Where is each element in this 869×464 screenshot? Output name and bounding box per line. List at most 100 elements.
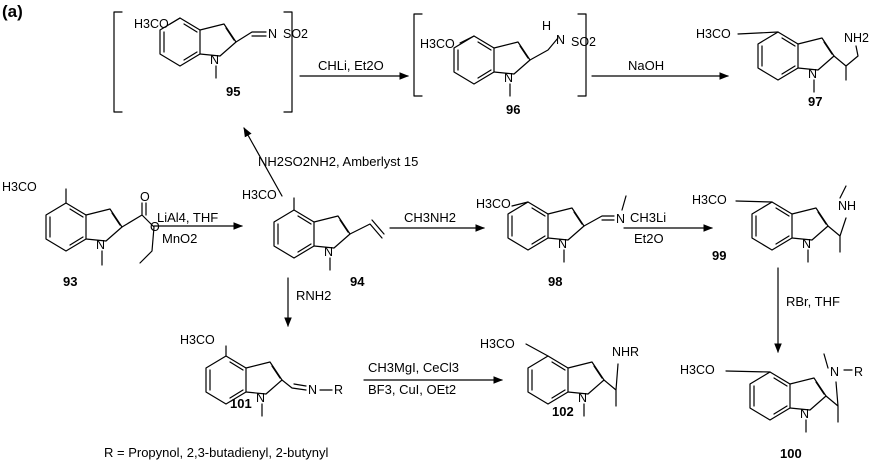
ring-nitrogen: N	[578, 391, 587, 405]
compound-number: 97	[808, 94, 822, 109]
compound-96: H3CO N H N SO2 96	[420, 19, 596, 117]
pyrrole-ring	[245, 361, 283, 395]
compound-102: H3CO N NHR 102	[480, 337, 639, 419]
amine-label: NHR	[612, 345, 639, 359]
methoxy-bond	[735, 200, 773, 203]
compound-98: H3CO N N 98	[476, 195, 627, 289]
amine-label: NH2	[844, 31, 869, 45]
condition-99-100: RBr, THF	[786, 294, 840, 309]
sulfonyl-label: SO2	[571, 35, 596, 49]
amine-label: NH	[838, 199, 856, 213]
methoxy-label: H3CO	[180, 333, 215, 347]
amine-hydrogen: H	[542, 19, 551, 33]
benzene-ring	[749, 371, 791, 421]
condition-98-99-top: CH3Li	[630, 210, 666, 225]
benzene-ring	[159, 17, 201, 67]
benzene-ring	[453, 35, 495, 85]
methoxy-label: H3CO	[476, 197, 511, 211]
methoxy-bond	[737, 31, 779, 35]
imine-chain	[583, 215, 615, 227]
compound-95: H3CO N N SO2 95	[134, 17, 308, 99]
ring-nitrogen: N	[504, 71, 513, 85]
pyrrole-ring	[567, 361, 605, 395]
methoxy-label: H3CO	[480, 337, 515, 351]
ethylamine-chain	[827, 185, 847, 253]
compound-number: 100	[780, 446, 802, 461]
imine-nitrogen: N	[268, 27, 277, 41]
methoxy-bond	[169, 17, 181, 25]
methoxy-label: H3CO	[134, 17, 169, 31]
methoxy-label: H3CO	[2, 180, 37, 194]
ester-chain	[121, 202, 155, 264]
pyrrole-ring	[547, 207, 585, 241]
compound-94: H3CO N 94	[242, 188, 385, 289]
ring-nitrogen: N	[800, 407, 809, 421]
aldehyde-chain	[349, 219, 385, 239]
pyrrole-ring	[199, 23, 237, 57]
sulfonamide-nitrogen: N	[556, 33, 565, 47]
ring-nitrogen: N	[802, 237, 811, 251]
substituent-r: R	[854, 365, 863, 379]
benzene-ring	[757, 31, 799, 81]
compound-number: 99	[712, 248, 726, 263]
condition-96-97: NaOH	[628, 58, 664, 73]
condition-98-99-bottom: Et2O	[634, 231, 664, 246]
benzene-ring	[527, 355, 569, 405]
panel-label: (a)	[2, 2, 23, 21]
bracket-right-95	[283, 11, 293, 113]
methoxy-label: H3CO	[242, 188, 277, 202]
substituent-r: R	[334, 383, 343, 397]
amine-nitrogen: N	[830, 365, 839, 379]
ring-nitrogen: N	[324, 245, 333, 259]
imine-nitrogen: N	[308, 383, 317, 397]
pyrrole-ring	[789, 377, 827, 411]
imine-methyl-bond	[621, 195, 627, 211]
methoxy-bond	[459, 35, 475, 44]
pyrrole-ring	[493, 41, 531, 75]
footnote: R = Propynol, 2,3-butadienyl, 2-butynyl	[104, 445, 328, 460]
pyrrole-ring	[85, 208, 123, 242]
methoxy-bond	[511, 201, 529, 207]
condition-95-96: CHLi, Et2O	[318, 58, 384, 73]
methoxy-bond	[525, 343, 549, 357]
sulfonyl-label: SO2	[283, 27, 308, 41]
methoxy-label: H3CO	[680, 363, 715, 377]
ring-nitrogen: N	[256, 391, 265, 405]
methoxy-bond	[725, 370, 771, 373]
methoxy-label: H3CO	[420, 37, 455, 51]
bracket-left-96	[413, 13, 423, 97]
compound-101: H3CO N N R 101	[180, 333, 343, 417]
benzene-ring	[45, 202, 87, 252]
condition-94-101: RNH2	[296, 288, 331, 303]
compound-number: 96	[506, 102, 520, 117]
condition-93-94-top: LiAl4, THF	[157, 210, 218, 225]
condition-101-102-top: CH3MgI, CeCl3	[368, 360, 459, 375]
pyrrole-ring	[791, 207, 829, 241]
benzene-ring	[507, 201, 549, 251]
compound-number: 101	[230, 396, 252, 411]
compound-number: 102	[552, 404, 574, 419]
arrow-94-to-95	[243, 127, 283, 197]
condition-93-94-bottom: MnO2	[162, 231, 197, 246]
pyrrole-ring	[797, 37, 835, 71]
methylene-chain	[529, 37, 559, 61]
ring-nitrogen: N	[808, 67, 817, 81]
benzene-ring	[273, 209, 315, 259]
compound-99: H3CO N NH 99	[692, 185, 856, 263]
ester-oxygen: O	[150, 220, 160, 234]
compound-number: 98	[548, 274, 562, 289]
compound-97: H3CO N NH2 97	[696, 27, 869, 109]
compound-number: 94	[350, 274, 365, 289]
imine-chain	[281, 379, 333, 391]
compound-number: 93	[63, 274, 77, 289]
ring-nitrogen: N	[558, 237, 567, 251]
pyrrole-ring	[313, 215, 351, 249]
benzene-ring	[751, 201, 793, 251]
ethylamine-chain	[823, 353, 853, 423]
bracket-right-96	[577, 13, 587, 97]
ethylamine-chain	[603, 363, 619, 407]
ethylamine-chain	[833, 45, 859, 81]
compound-100: H3CO N N R 100	[680, 353, 863, 461]
